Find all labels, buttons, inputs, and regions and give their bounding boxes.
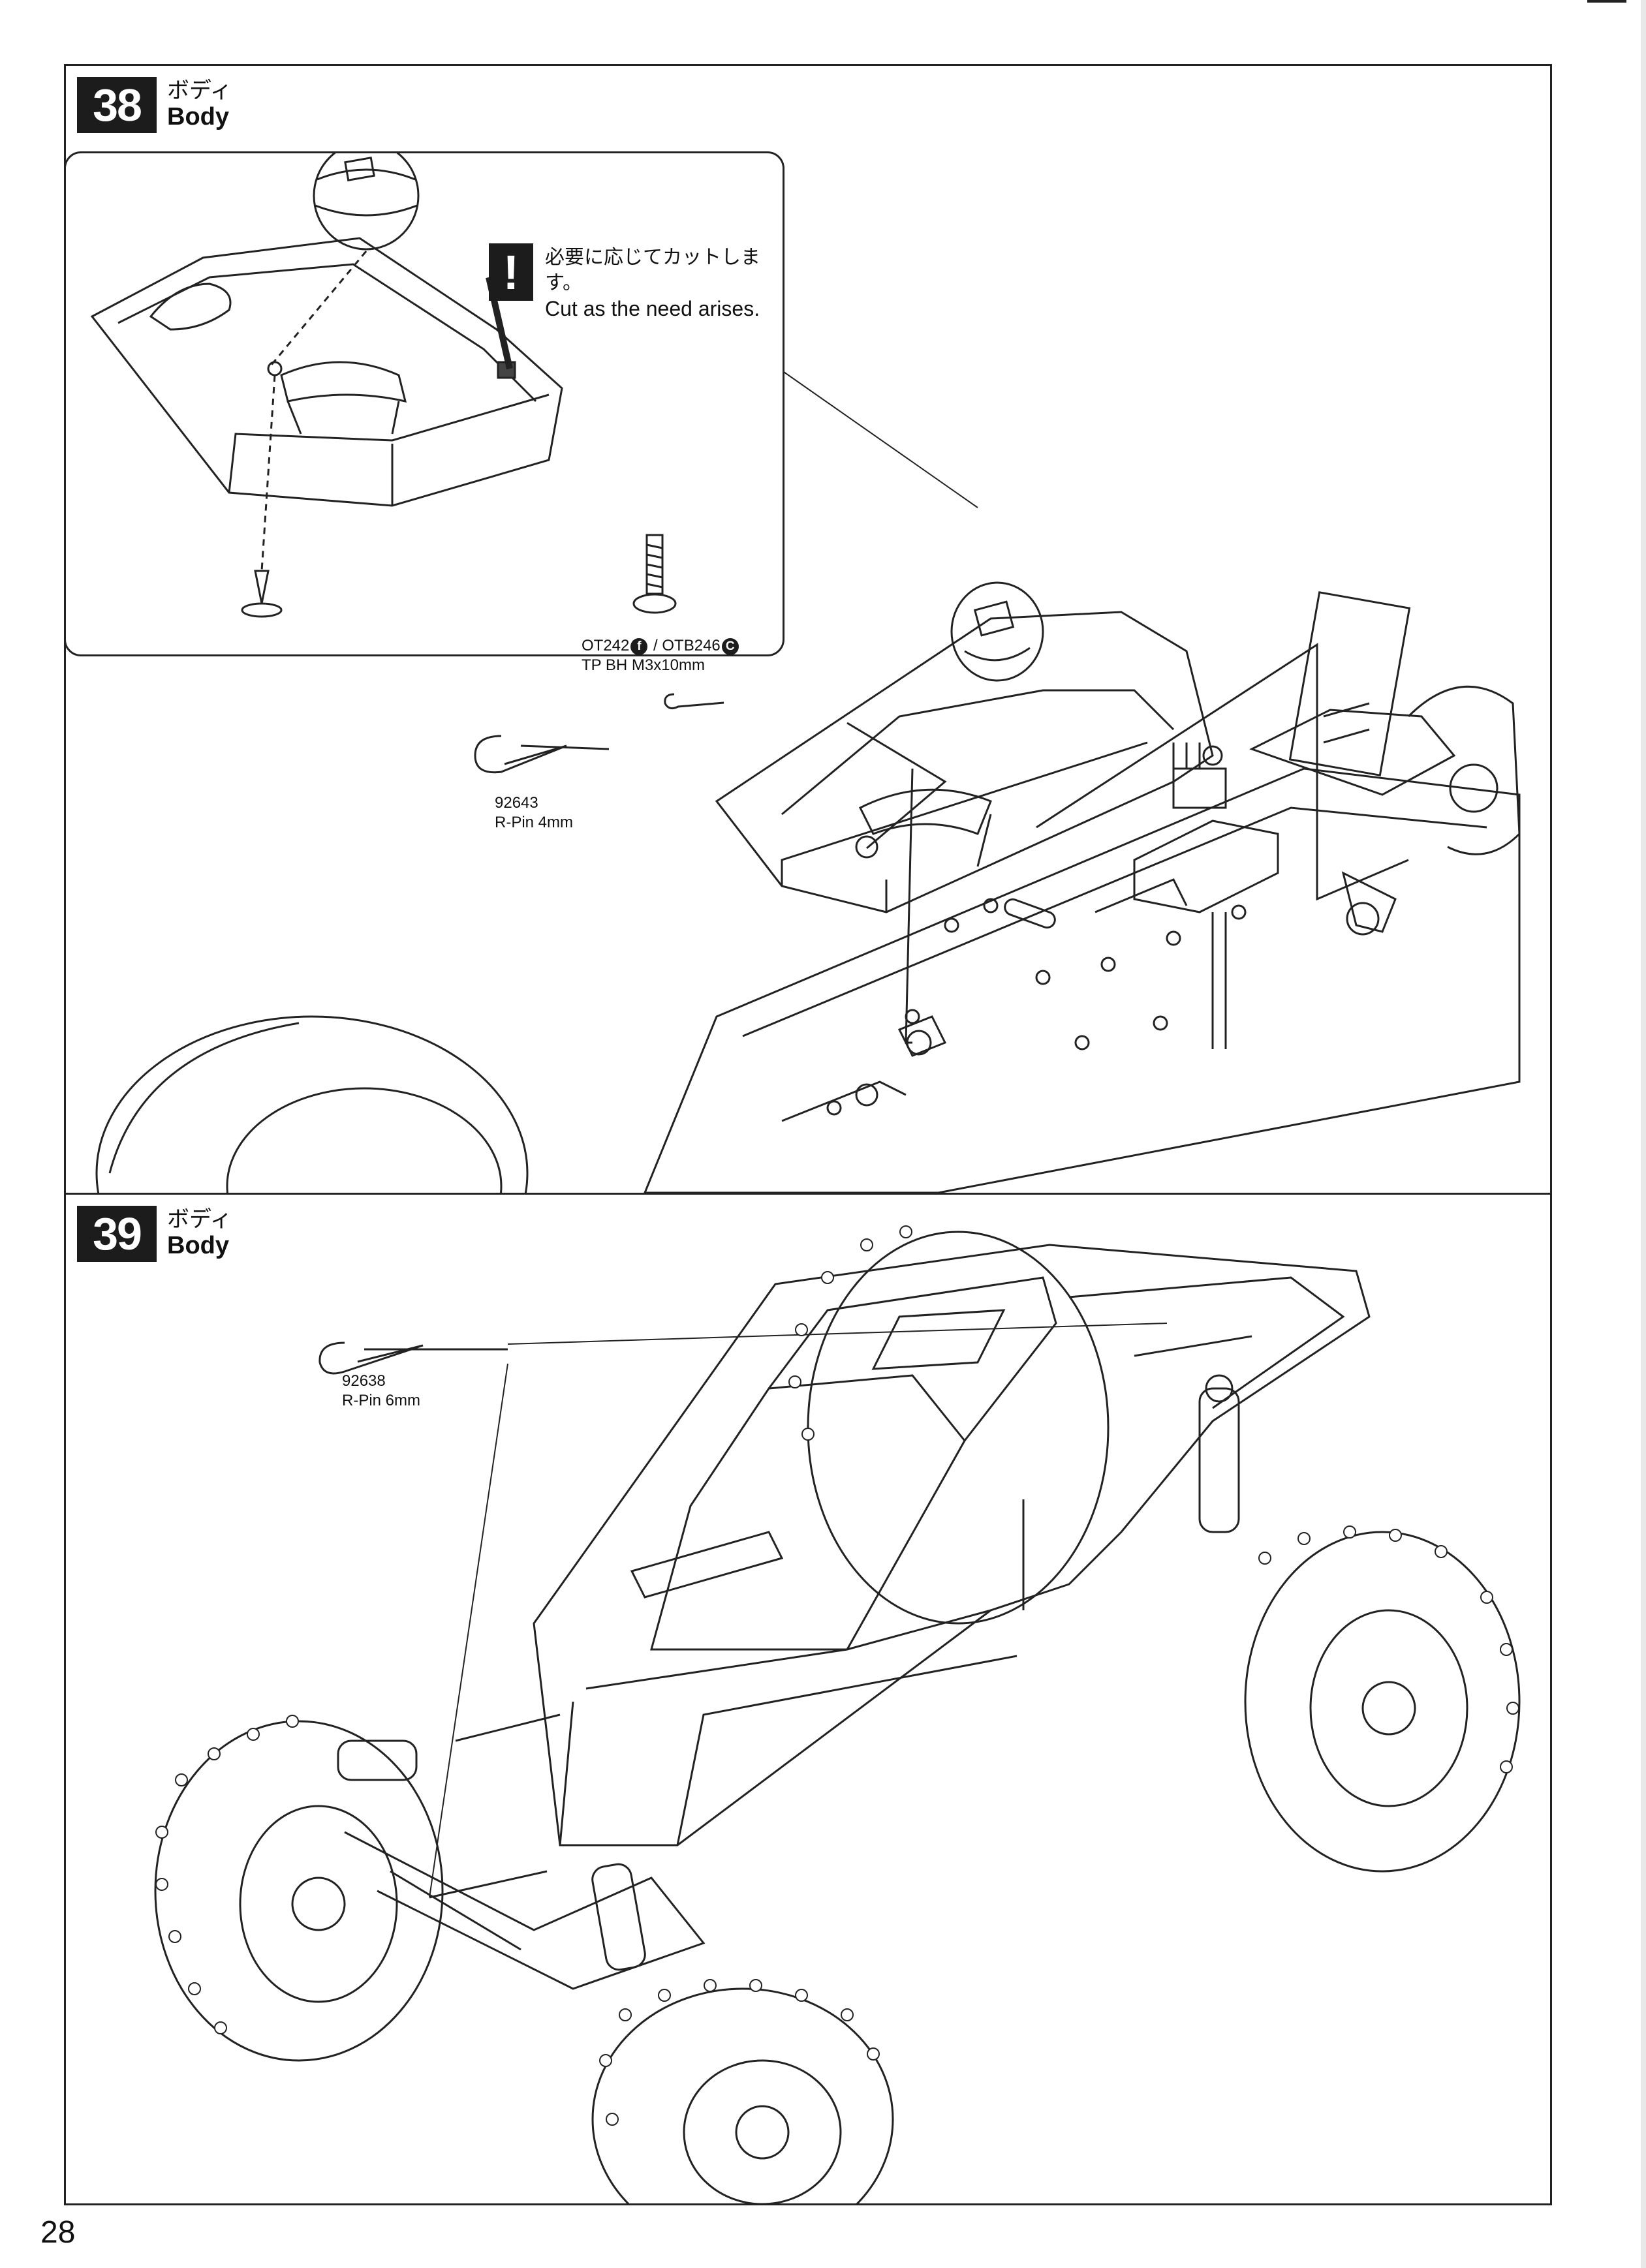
screw-icon	[632, 534, 677, 614]
part-code: OT242	[582, 637, 630, 654]
step-number: 38	[77, 77, 157, 133]
step-header: 39 ボディ Body	[77, 1206, 232, 1262]
part-desc: TP BH M3x10mm	[582, 656, 705, 674]
part-code: 92643	[495, 794, 538, 812]
zoom-callout: ! 必要に応じてカットします。 Cut as the need arises. …	[64, 151, 784, 674]
warning-en: Cut as the need arises.	[545, 297, 760, 320]
page-edge-mark	[1587, 0, 1626, 3]
part-code-2: OTB246	[662, 637, 721, 654]
step-39: 39 ボディ Body	[64, 1193, 1552, 2205]
variant-c-icon: C	[721, 637, 739, 655]
part-code: 92638	[342, 1372, 386, 1390]
buggy-chassis-icon	[95, 370, 1521, 1193]
part-label-92638: 92638 R-Pin 6mm	[342, 1372, 420, 1411]
part-desc: R-Pin 4mm	[495, 814, 574, 831]
warning-exclamation-icon: !	[489, 243, 533, 301]
warning-jp: 必要に応じてカットします。	[545, 246, 760, 294]
step-38: 38 ボディ Body	[64, 64, 1552, 1195]
buggy-assembled-icon	[154, 1225, 1521, 2205]
step-title-en: Body	[167, 1231, 229, 1259]
step-header: 38 ボディ Body	[77, 77, 232, 133]
part-desc: R-Pin 6mm	[342, 1392, 421, 1409]
step-title-jp: ボディ	[167, 1206, 232, 1233]
page-frame	[64, 64, 1552, 2205]
variant-f-icon: f	[630, 637, 648, 655]
step-title-jp: ボディ	[167, 78, 232, 104]
part-label-92643: 92643 R-Pin 4mm	[495, 793, 573, 833]
warning-note: 必要に応じてカットします。 Cut as the need arises.	[545, 245, 783, 323]
step-number: 39	[77, 1206, 157, 1262]
step-title-en: Body	[167, 102, 229, 130]
page-edge	[1641, 0, 1646, 2268]
page-number: 28	[40, 2215, 76, 2250]
